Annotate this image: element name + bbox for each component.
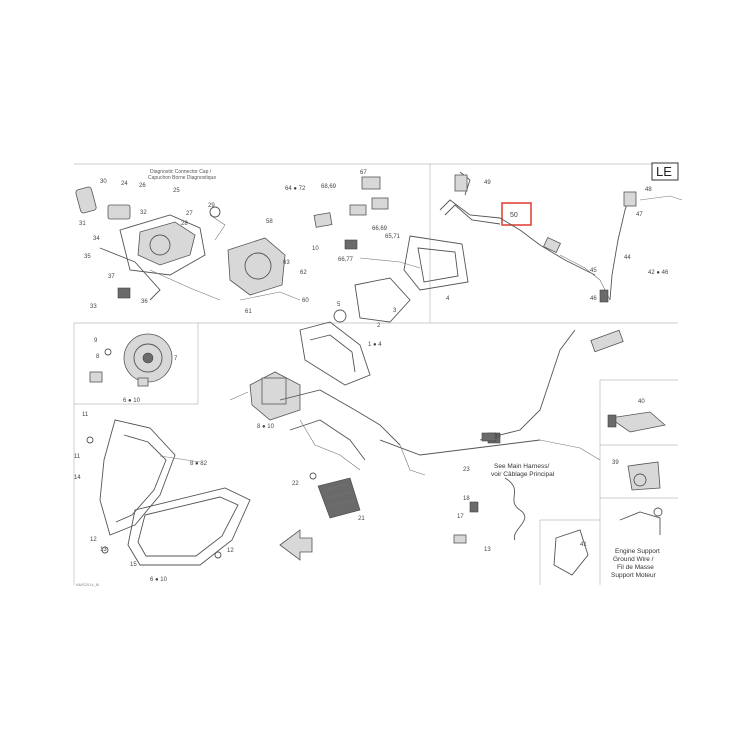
part-number-labels: 30 24 25 26 31 32 27 28 29 34 33 35 37 3…	[74, 170, 669, 583]
part-label: 18	[463, 496, 470, 502]
part-label: 31	[79, 221, 86, 227]
part-label: 24	[121, 181, 128, 187]
throttle-body-assembly: Diagnostic Connector Cap / Capuchon Born…	[75, 169, 469, 323]
part-label: 64 ● 72	[285, 186, 306, 192]
part-label: 41	[580, 542, 587, 548]
part-label: 45	[590, 268, 597, 274]
part-label: 7	[174, 356, 178, 362]
part-label: 67	[360, 170, 367, 176]
main-harness-note-1: See Main Harness/	[494, 463, 549, 470]
part-label: 36	[141, 299, 148, 305]
part-label: 21	[358, 516, 365, 522]
part-label: 3	[393, 308, 397, 314]
part-label: 34	[93, 236, 100, 242]
part-label: 39	[612, 460, 619, 466]
part-label: 13	[484, 547, 491, 553]
part-label: 39	[494, 434, 501, 440]
part-label: 26	[139, 183, 146, 189]
engine-ground-note-4: Support Moteur	[611, 572, 657, 579]
part-label: 68,69	[321, 184, 337, 190]
part-label: 5	[337, 302, 341, 308]
part-label: 15	[130, 562, 137, 568]
part-label: 37	[108, 274, 115, 280]
part-label: 11	[74, 454, 81, 460]
headlamp-assembly	[86, 419, 251, 566]
part-label: 35	[84, 254, 91, 260]
part-label: 29	[208, 203, 215, 209]
page-code: LE	[656, 164, 672, 179]
part-label: 8 ● 10	[257, 424, 275, 430]
part-label: 33	[90, 304, 97, 310]
part-label: 46	[590, 296, 597, 302]
part-label: 62	[300, 270, 307, 276]
part-label: 8 ● 82	[190, 461, 208, 467]
part-label: 11	[82, 412, 89, 418]
main-frame-harness	[229, 321, 624, 561]
part-label: 32	[140, 210, 147, 216]
part-label: 65,71	[385, 234, 401, 240]
right-insets	[453, 411, 666, 576]
part-label: 1 ● 4	[368, 342, 382, 348]
part-label: 9	[94, 338, 98, 344]
section-frames	[73, 163, 678, 585]
engine-ground-note-2: Ground Wire /	[613, 556, 654, 563]
part-label: 17	[457, 514, 464, 520]
part-label: 25	[173, 188, 180, 194]
part-label: 58	[266, 219, 273, 225]
part-label: 8	[96, 354, 100, 360]
fan-inset	[89, 333, 173, 387]
engine-ground-note-3: Fil de Masse	[617, 564, 654, 571]
part-label: 66,77	[338, 257, 354, 263]
part-label: 66,69	[372, 226, 388, 232]
part-label: 6 ● 10	[123, 398, 141, 404]
handlebar-harness	[439, 171, 683, 303]
part-label: 48	[645, 187, 652, 193]
highlighted-part-number: 50	[510, 212, 518, 219]
part-label: 28	[181, 221, 188, 227]
part-label: 6 ● 10	[150, 577, 168, 583]
part-label: 22	[292, 481, 299, 487]
page-code-box	[651, 162, 679, 181]
part-label: 40	[638, 399, 645, 405]
part-label: 12	[227, 548, 234, 554]
part-label: 27	[186, 211, 193, 217]
diagnostic-cap-label-2: Capuchon Borne Diagnostique	[148, 175, 216, 181]
main-harness-note-2: voir Câblage Principal	[491, 471, 555, 478]
part-label: 2	[377, 323, 381, 329]
part-label: 30	[100, 179, 107, 185]
part-label: 44	[624, 255, 631, 261]
diagnostic-cap-label-1: Diagnostic Connector Cap /	[150, 169, 212, 175]
part-label: 63	[283, 260, 290, 266]
part-label: 61	[245, 309, 252, 315]
part-label: 4	[446, 296, 450, 302]
part-label: 49	[484, 180, 491, 186]
part-label: 13	[100, 547, 107, 553]
part-label: 60	[302, 298, 309, 304]
highlight-box-part-50	[501, 202, 532, 226]
part-label: 47	[636, 212, 643, 218]
part-label: 23	[463, 467, 470, 473]
part-label: 12	[90, 537, 97, 543]
part-label: 14	[74, 475, 81, 481]
part-label: 42 ● 46	[648, 270, 669, 276]
part-label: 10	[312, 246, 319, 252]
drawing-code: AMS2014_M	[76, 582, 99, 587]
engine-ground-note-1: Engine Support	[615, 548, 660, 555]
